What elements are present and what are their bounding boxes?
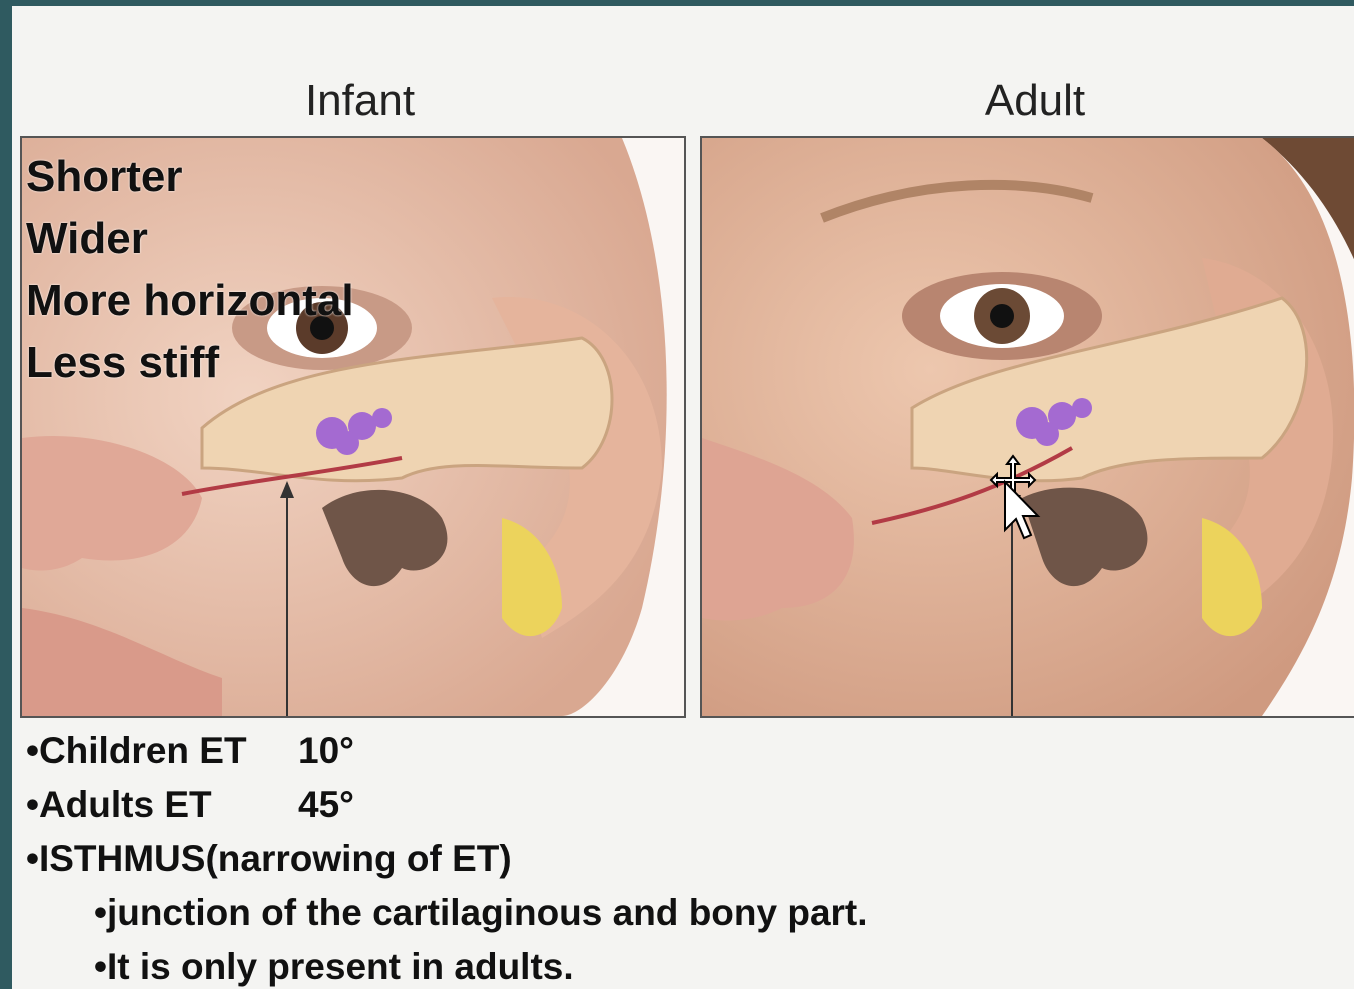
angle-value: 10° <box>298 724 354 778</box>
trait-item: More horizontal <box>26 270 354 332</box>
trait-item: Shorter <box>26 146 354 208</box>
sub-bullet-item: •junction of the cartilaginous and bony … <box>26 886 868 940</box>
bullet-label: •ISTHMUS(narrowing of ET) <box>26 838 512 879</box>
infant-traits-list: Shorter Wider More horizontal Less stiff <box>26 146 354 394</box>
bullet-item: •Adults ET 45° <box>26 778 868 832</box>
adult-illustration <box>700 136 1354 718</box>
adult-title: Adult <box>835 76 1235 126</box>
bullet-item: •Children ET 10° <box>26 724 868 778</box>
sub-bullet-item: •It is only present in adults. <box>26 940 868 989</box>
infant-title: Infant <box>160 76 560 126</box>
move-cursor-icon <box>985 452 1045 542</box>
trait-item: Wider <box>26 208 354 270</box>
slide: Infant Adult <box>12 6 1354 989</box>
angle-value: 45° <box>298 778 354 832</box>
bullet-label: •Children ET <box>26 730 247 771</box>
bullet-label: •Adults ET <box>26 784 212 825</box>
bullet-item: •ISTHMUS(narrowing of ET) <box>26 832 868 886</box>
trait-item: Less stiff <box>26 332 354 394</box>
bullet-list: •Children ET 10° •Adults ET 45° •ISTHMUS… <box>26 724 868 989</box>
